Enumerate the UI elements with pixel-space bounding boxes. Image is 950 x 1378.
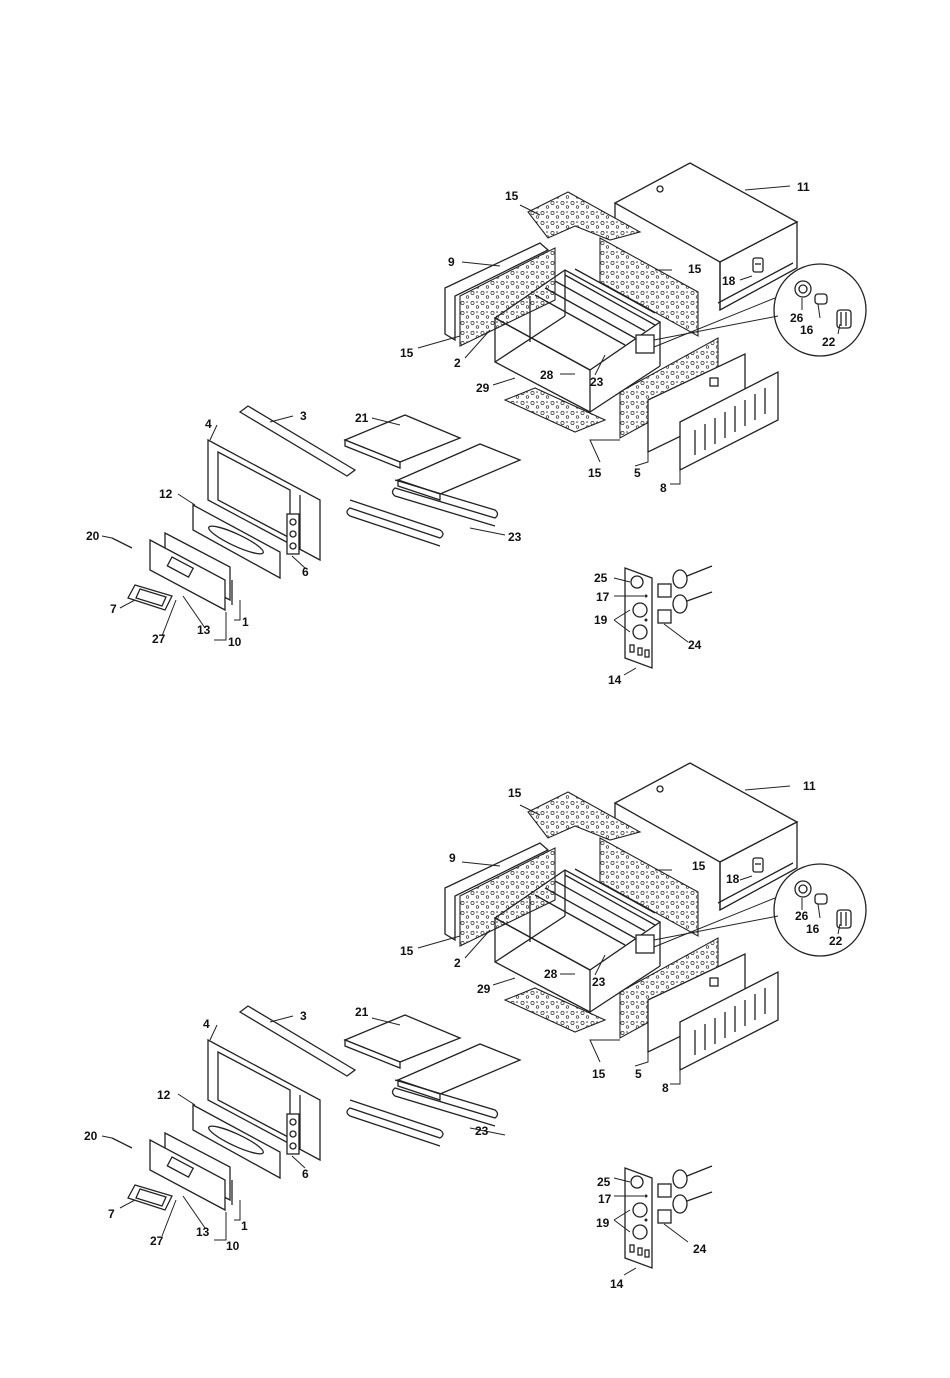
exploded-view-upper: 11 15 9 15 18 26 16 22 15 2 28 23 29 21 … (86, 163, 866, 687)
callout-16: 16 (806, 922, 820, 936)
callout-2: 2 (454, 956, 461, 970)
callout-23: 23 (475, 1124, 489, 1138)
callout-17: 17 (598, 1192, 612, 1206)
callout-15: 15 (508, 786, 522, 800)
callout-3: 3 (300, 409, 307, 423)
callout-4: 4 (203, 1017, 210, 1031)
callout-11: 11 (803, 779, 816, 793)
callout-23: 23 (508, 530, 522, 544)
callout-11: 11 (797, 180, 810, 194)
callout-15: 15 (400, 346, 414, 360)
callout-24: 24 (688, 638, 702, 652)
callout-3: 3 (300, 1009, 307, 1023)
callout-14: 14 (610, 1277, 624, 1291)
callout-9: 9 (449, 851, 456, 865)
callout-27: 27 (152, 632, 166, 646)
callout-20: 20 (84, 1129, 98, 1143)
callout-8: 8 (660, 481, 667, 495)
callout-26: 26 (795, 909, 809, 923)
callout-1: 1 (242, 615, 249, 629)
callout-15: 15 (592, 1067, 606, 1081)
callout-19: 19 (596, 1216, 610, 1230)
callout-24: 24 (693, 1242, 707, 1256)
callout-16: 16 (800, 323, 814, 337)
callout-21: 21 (355, 411, 369, 425)
callout-22: 22 (822, 335, 836, 349)
callout-15: 15 (692, 859, 706, 873)
callout-1: 1 (241, 1219, 248, 1233)
callout-6: 6 (302, 565, 309, 579)
callout-5: 5 (634, 466, 641, 480)
callout-14: 14 (608, 673, 622, 687)
exploded-view-lower: 11 15 9 15 18 26 16 22 15 2 28 23 29 21 … (84, 763, 866, 1291)
callout-12: 12 (159, 487, 173, 501)
callout-29: 29 (477, 982, 491, 996)
callout-15: 15 (588, 466, 602, 480)
callout-9: 9 (448, 255, 455, 269)
callout-2: 2 (454, 356, 461, 370)
callout-6: 6 (302, 1167, 309, 1181)
callout-15: 15 (400, 944, 414, 958)
callout-25: 25 (597, 1175, 611, 1189)
callout-13: 13 (197, 623, 211, 637)
callout-18: 18 (726, 872, 740, 886)
callout-10: 10 (228, 635, 242, 649)
callout-18: 18 (722, 274, 736, 288)
callout-23: 23 (592, 975, 606, 989)
callout-13: 13 (196, 1225, 210, 1239)
callout-7: 7 (110, 602, 117, 616)
callout-28: 28 (540, 368, 554, 382)
callout-28: 28 (544, 967, 558, 981)
callout-7: 7 (108, 1207, 115, 1221)
callout-5: 5 (635, 1067, 642, 1081)
callout-23: 23 (590, 375, 604, 389)
callout-21: 21 (355, 1005, 369, 1019)
callout-20: 20 (86, 529, 100, 543)
callout-22: 22 (829, 934, 843, 948)
callout-27: 27 (150, 1234, 164, 1248)
callout-25: 25 (594, 571, 608, 585)
callout-8: 8 (662, 1081, 669, 1095)
callout-4: 4 (205, 417, 212, 431)
callout-29: 29 (476, 381, 490, 395)
callout-12: 12 (157, 1088, 171, 1102)
callout-19: 19 (594, 613, 608, 627)
callout-17: 17 (596, 590, 610, 604)
callout-10: 10 (226, 1239, 240, 1253)
callout-15: 15 (505, 189, 519, 203)
callout-15: 15 (688, 262, 702, 276)
